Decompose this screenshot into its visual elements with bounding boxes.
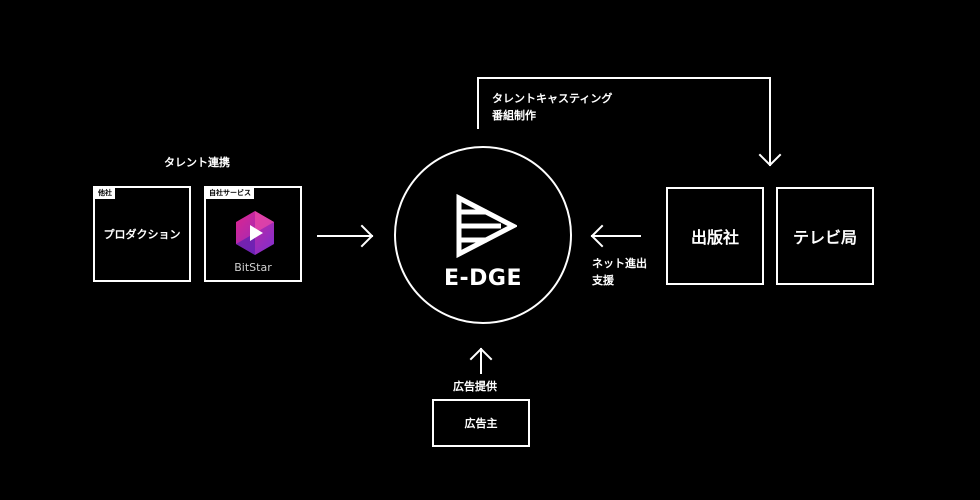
net-support-line1: ネット進出 bbox=[592, 257, 647, 270]
edge-logo-icon bbox=[456, 194, 517, 258]
edge-name: E-DGE bbox=[443, 266, 522, 291]
advertiser-box: 広告主 bbox=[432, 399, 530, 447]
bitstar-hexagon-icon bbox=[236, 211, 274, 255]
advertiser-label: 広告主 bbox=[464, 417, 498, 430]
arrow-bottom-to-hub bbox=[469, 347, 493, 374]
production-label: プロダクション bbox=[103, 228, 181, 241]
tv-station-box: テレビ局 bbox=[776, 187, 874, 285]
other-company-tag: 他社 bbox=[95, 188, 115, 199]
arrow-right-to-hub bbox=[590, 224, 641, 248]
tv-station-label: テレビ局 bbox=[792, 228, 857, 247]
top-loop-caption: タレントキャスティング 番組制作 bbox=[492, 90, 612, 124]
net-support-caption: ネット進出 支援 bbox=[592, 255, 647, 289]
bitstar-name: BitStar bbox=[234, 261, 272, 274]
bitstar-box: 自社サービス BitStar bbox=[204, 186, 302, 282]
net-support-line2: 支援 bbox=[592, 274, 614, 287]
edge-hub: E-DGE bbox=[394, 146, 572, 324]
arrow-left-to-hub bbox=[317, 224, 374, 248]
talent-collab-caption: タレント連携 bbox=[164, 156, 230, 169]
ad-provision-caption: 広告提供 bbox=[453, 380, 497, 393]
publisher-box: 出版社 bbox=[666, 187, 764, 285]
publisher-label: 出版社 bbox=[690, 228, 739, 247]
top-loop-line2: 番組制作 bbox=[492, 109, 536, 122]
own-service-tag: 自社サービス bbox=[206, 188, 254, 199]
top-loop-line1: タレントキャスティング bbox=[492, 92, 613, 105]
production-box: 他社 プロダクション bbox=[93, 186, 191, 282]
arrow-top-loop bbox=[477, 77, 782, 167]
